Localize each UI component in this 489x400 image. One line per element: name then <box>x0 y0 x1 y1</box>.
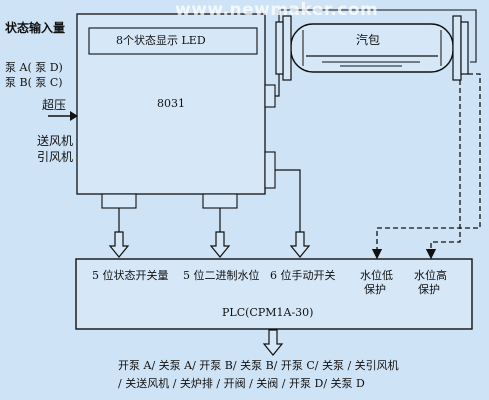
led-display-label: 8个状态显示 LED <box>116 34 206 47</box>
plc-input-binary5: 5 位二进制水位 <box>183 269 260 282</box>
watermark: www.newmaker.com <box>175 0 379 20</box>
drum-mcu-connections <box>275 9 477 97</box>
drum-label: 汽包 <box>356 33 381 47</box>
mcu-8031-block <box>76 13 276 209</box>
induced-fan-label: 引风机 <box>37 150 74 164</box>
output-line-2: / 关送风机 / 关炉排 / 开阀 / 关阀 / 开泵 D/ 关泵 D <box>118 377 365 390</box>
plc-block <box>75 258 473 330</box>
plc-input-low-level-line2: 保护 <box>364 283 386 296</box>
output-line-1: 开泵 A/ 关泵 A/ 开泵 B/ 关泵 B/ 开泵 C/ 关泵 / 关引风机 <box>118 359 399 372</box>
plc-input-low-level-line1: 水位低 <box>360 269 393 282</box>
overpressure-label: 超压 <box>42 98 67 112</box>
plc-label: PLC(CPM1A-30) <box>222 306 314 319</box>
led-display-box <box>88 27 258 55</box>
arrow-stems <box>118 169 301 232</box>
plc-input-high-level-line1: 水位高 <box>414 269 447 282</box>
pump-b-label: 泵 B( 泵 C) <box>5 76 63 89</box>
input-arrow <box>48 111 78 121</box>
arrow-switch-to-plc <box>108 231 130 258</box>
plc-input-high-level-line2: 保护 <box>418 283 440 296</box>
arrow-plc-output <box>262 329 284 356</box>
mcu-port-left <box>101 193 137 209</box>
steam-drum <box>275 15 469 81</box>
plc-input-switch5: 5 位状态开关量 <box>92 269 169 282</box>
mcu-port-mid <box>202 193 238 209</box>
arrow-binary-to-plc <box>209 231 231 258</box>
plc-input-manual6: 6 位手动开关 <box>270 269 336 282</box>
mcu-label: 8031 <box>157 97 185 110</box>
status-input-label: 状态输入量 <box>5 21 66 35</box>
mcu-port-right-upper <box>264 84 276 108</box>
blower-label: 送风机 <box>37 134 74 148</box>
hollow-arrows <box>108 231 311 356</box>
level-protection-lines <box>371 73 481 260</box>
arrow-manual-to-plc <box>289 231 311 258</box>
mcu-port-right-lower <box>264 151 276 189</box>
pump-a-label: 泵 A( 泵 D) <box>5 61 63 74</box>
